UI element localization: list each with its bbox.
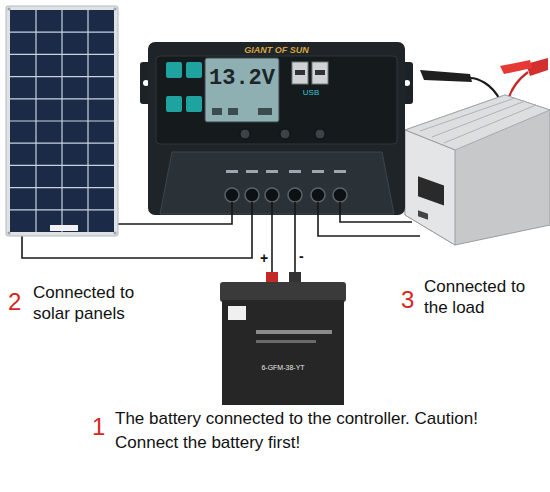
charge-controller: GIANT OF SUN [148,42,405,215]
node-text: GIANT OF SUN [148,45,405,56]
callout-number: 3 [401,285,414,314]
battery-wire [294,215,296,272]
inverter [405,58,550,245]
polarity-label: - [299,248,304,265]
node-text: 6-GFM-38-YT [220,364,346,372]
lcd-reading: 13.2V [207,66,277,92]
polarity-label: + [260,250,268,267]
callout-number: 2 [8,287,21,316]
battery: 6-GFM-38-YT [220,272,346,405]
charge-controller-body [140,42,413,215]
solar-panel [6,6,118,236]
usb-label: USB [293,88,329,98]
callout-text: The battery connected to the controller.… [115,407,487,455]
callout-text: Connected to solar panels [33,282,168,324]
callout-text: Connected to the load [424,276,546,318]
callout-number: 1 [92,412,105,441]
battery-wire [271,215,273,272]
battery-body [220,272,346,405]
